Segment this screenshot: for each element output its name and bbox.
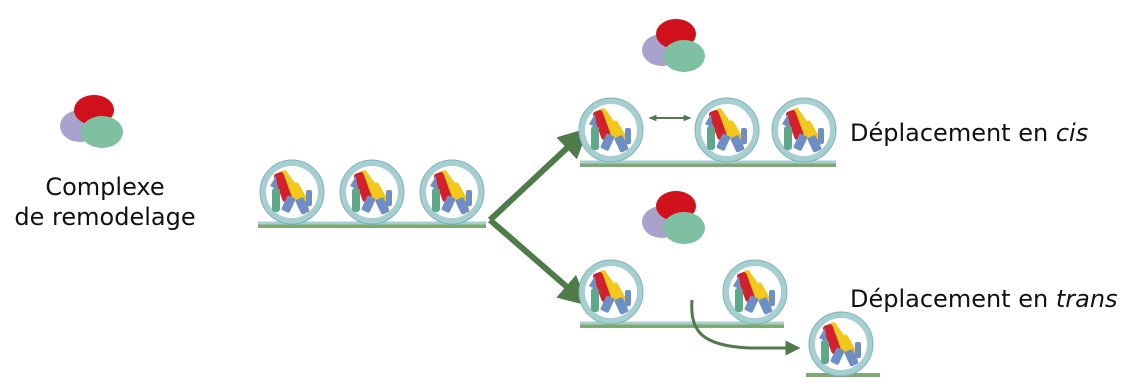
nucleosome-transferred <box>809 312 873 376</box>
nucleosome <box>260 160 324 224</box>
branch-arrow-cis <box>487 127 589 223</box>
legend-label: Complexe de remodelage <box>10 172 200 232</box>
nucleosome <box>340 160 404 224</box>
legend-label-line2: de remodelage <box>14 203 196 231</box>
trans-remodeling-complex <box>642 191 705 244</box>
trans-label-prefix: Déplacement en <box>850 285 1056 313</box>
cis-chromatin <box>579 98 836 167</box>
nucleosome <box>420 160 484 224</box>
cis-remodeling-complex <box>642 19 705 72</box>
legend-label-line1: Complexe <box>45 173 165 201</box>
legend-remodeling-complex <box>60 95 123 148</box>
trans-chromatin <box>579 260 880 376</box>
nucleosome <box>772 98 836 162</box>
nucleosome <box>723 260 787 324</box>
branch-arrow-trans <box>488 217 589 306</box>
nucleosome <box>579 260 643 324</box>
cis-label-term: cis <box>1055 119 1089 147</box>
input-chromatin <box>258 160 486 228</box>
transfer-arrow <box>690 299 801 356</box>
trans-label: Déplacement en trans <box>850 284 1118 314</box>
cis-label: Déplacement en cis <box>850 118 1088 148</box>
cis-label-prefix: Déplacement en <box>850 119 1056 147</box>
nucleosome <box>695 98 759 162</box>
trans-label-term: trans <box>1055 285 1118 313</box>
nucleosome <box>579 98 643 162</box>
